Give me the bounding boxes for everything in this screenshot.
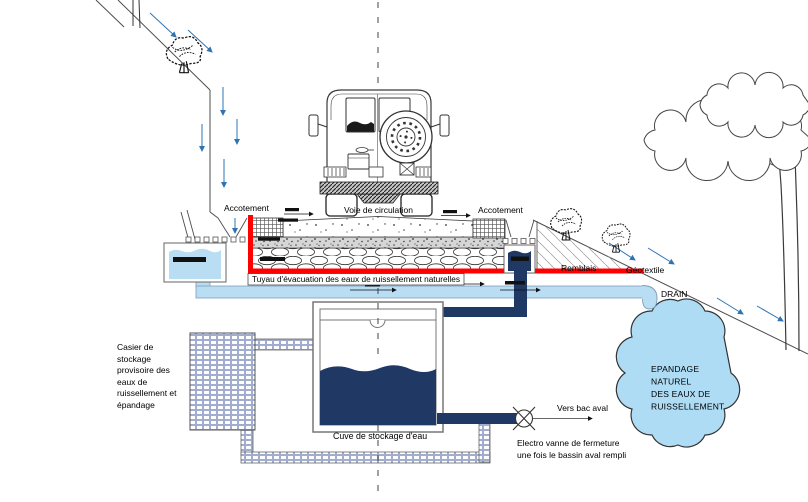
label-drain: DRAIN <box>661 289 687 299</box>
road-base-cobbles <box>249 247 506 272</box>
cut-slope-left <box>95 0 219 219</box>
embankment-remblais <box>505 219 637 271</box>
label-epandage-1: EPANDAGE <box>651 364 699 374</box>
label-casier: Casier de stockage provisoire des eaux d… <box>117 342 177 410</box>
bush-icon <box>165 36 203 74</box>
label-electro-vanne-2: une fois le bassin aval rempli <box>517 450 626 460</box>
label-cuve: Cuve de stockage d'eau <box>333 431 427 441</box>
label-tuyau: Tuyau d'évacuation des eaux de ruisselle… <box>252 275 460 284</box>
road-subbase-gravel <box>249 236 506 249</box>
spare-wheel-icon <box>379 110 433 176</box>
tree-large <box>643 71 808 352</box>
road-shoulder-right <box>472 218 506 239</box>
label-epandage-3: DES EAUX DE <box>651 389 710 399</box>
label-accotement-left: Accotement <box>224 203 270 213</box>
runoff-flow-arrows-left <box>149 12 240 234</box>
label-vers-bac-aval: Vers bac aval <box>557 403 608 413</box>
vent-left <box>323 166 347 178</box>
jerrycan <box>347 153 370 170</box>
runoff-pipe-light-blue <box>195 277 658 310</box>
label-geotextile: Géotextile <box>626 265 665 275</box>
drain-outlet <box>641 285 658 310</box>
label-epandage-2: NATUREL <box>651 377 692 387</box>
rear-bumper <box>319 181 439 195</box>
left-roadside-ditch <box>163 209 248 283</box>
vehicle-4x4-rear <box>308 89 450 217</box>
label-voie-de-circulation: Voie de circulation <box>344 205 413 215</box>
vent-right <box>415 166 432 178</box>
road-pavement <box>282 216 474 238</box>
label-accotement-right: Accotement <box>478 205 524 215</box>
perforated-elements <box>185 236 536 244</box>
mirror-right <box>439 114 450 137</box>
label-electro-vanne-1: Electro vanne de fermeture <box>517 438 620 448</box>
cloud-epandage <box>615 298 741 448</box>
license-plate <box>368 166 384 178</box>
door-handle <box>355 147 369 153</box>
electro-valve-icon <box>512 406 593 431</box>
embankment-slope-right <box>532 219 808 355</box>
bush-icon <box>601 223 631 253</box>
label-remblais: Remblais <box>561 263 596 273</box>
road-cross-section <box>249 216 506 272</box>
label-epandage-4: RUISSELLEMENT <box>651 402 724 412</box>
mirror-left <box>308 114 319 137</box>
tank-water <box>320 365 436 425</box>
tank-outlet-pipe-navy <box>437 413 517 424</box>
storage-cell-casier <box>189 332 256 431</box>
pipe-label-box: Tuyau d'évacuation des eaux de ruisselle… <box>247 273 465 286</box>
right-collector-ditch <box>503 244 536 274</box>
